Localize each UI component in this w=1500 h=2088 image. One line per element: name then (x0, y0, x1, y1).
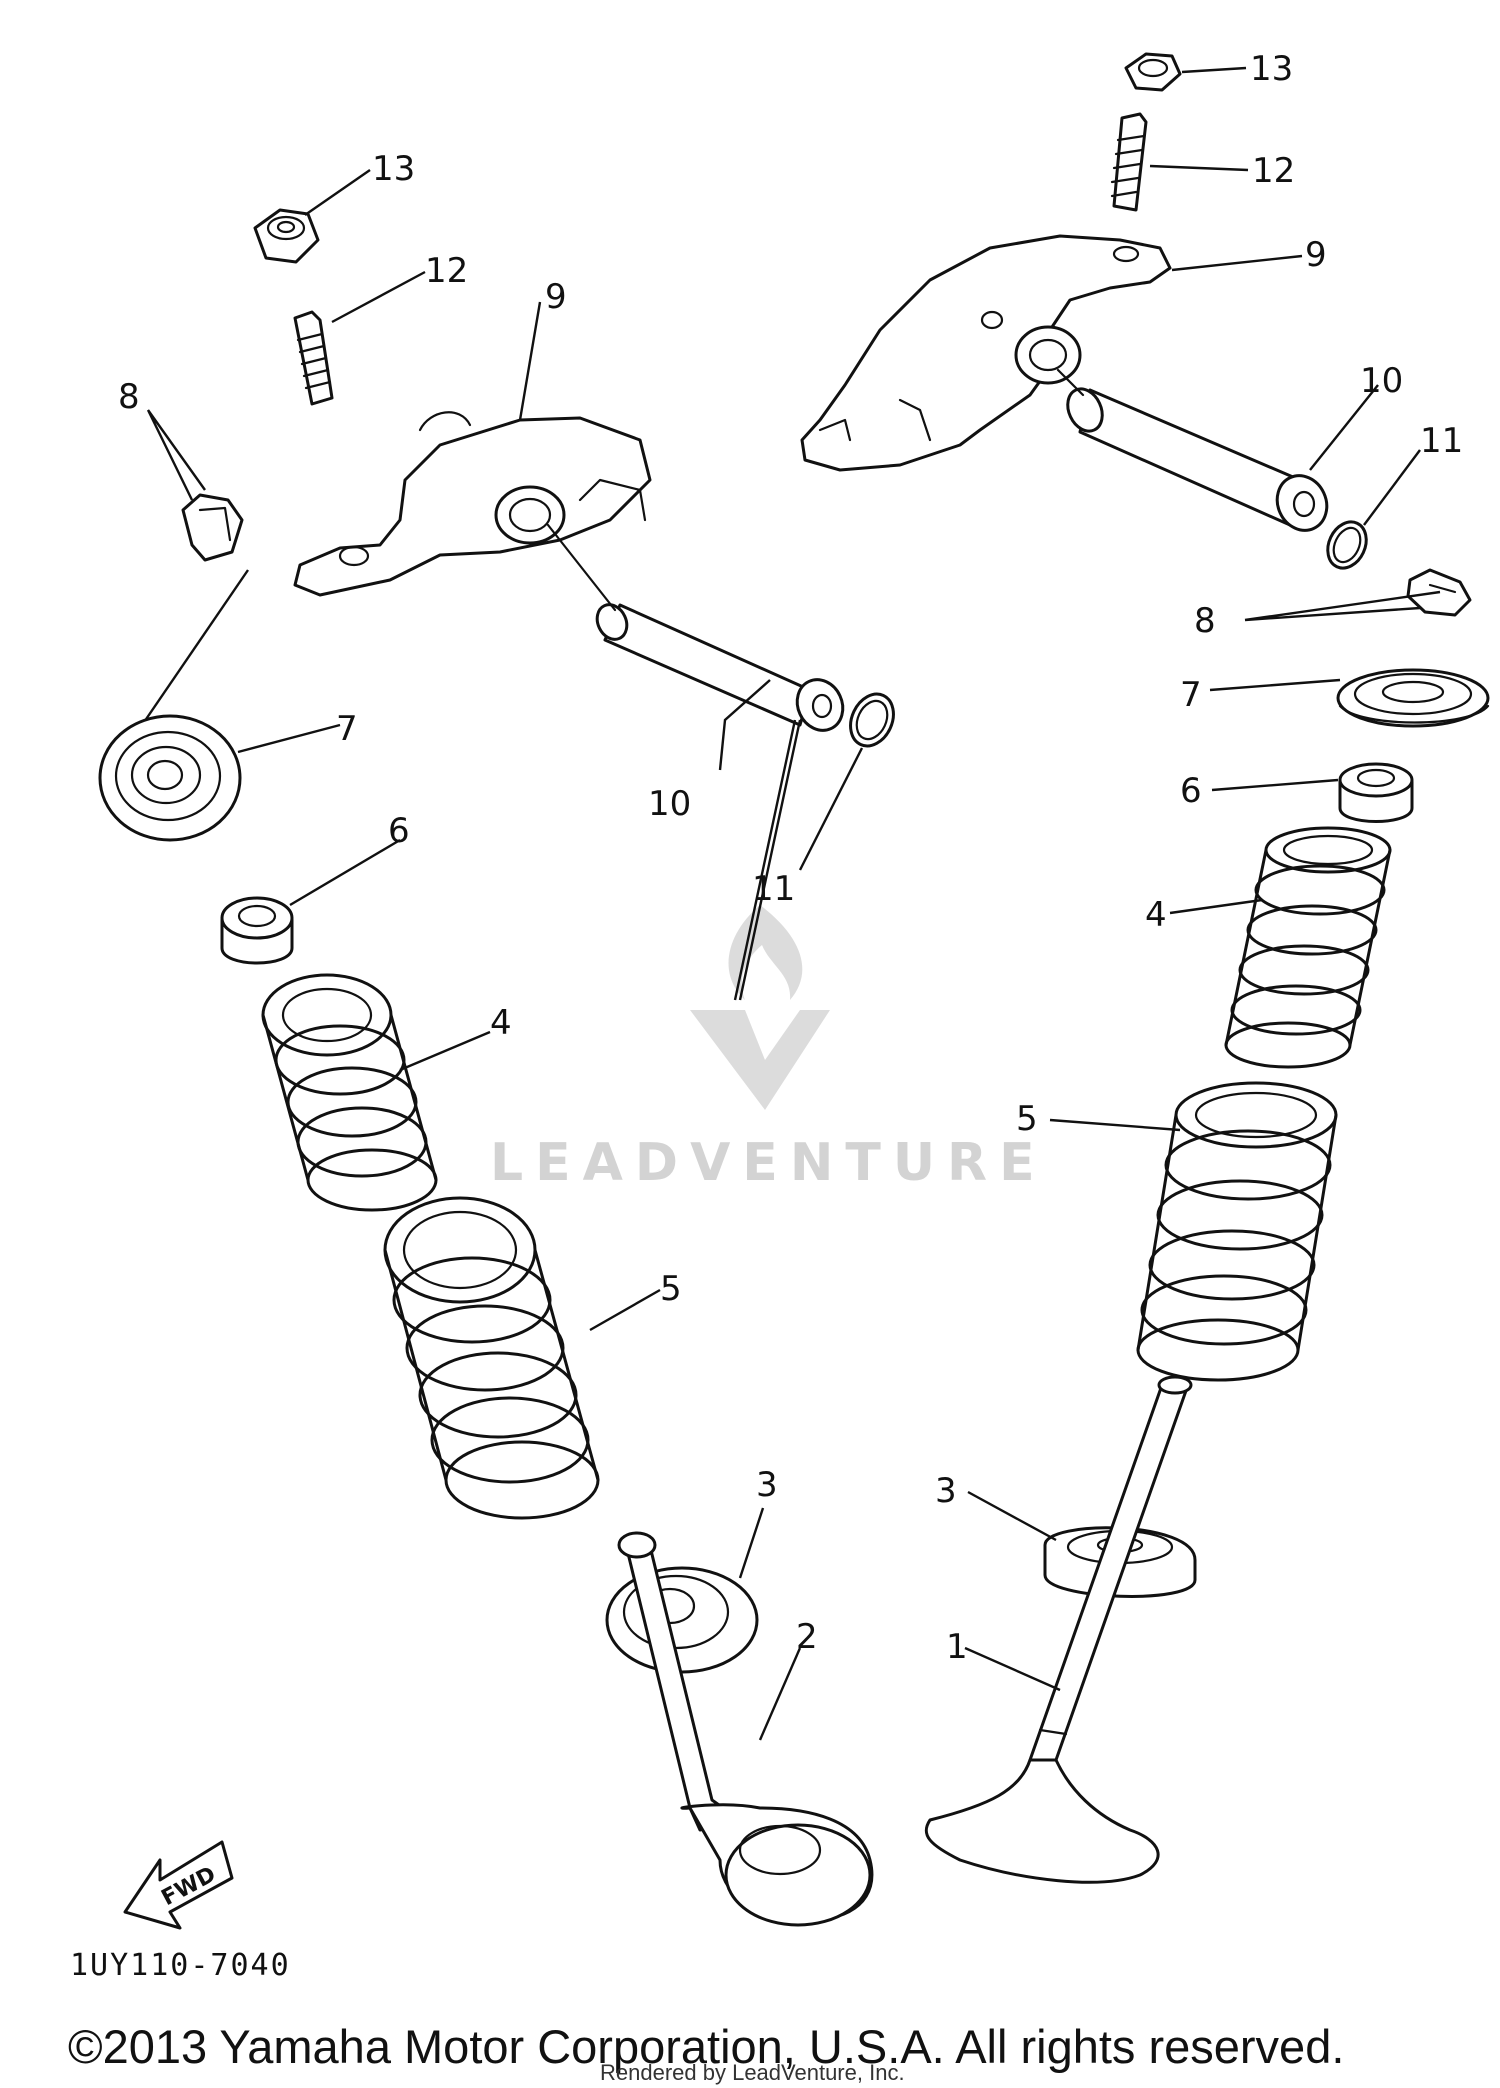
retainer-left (98, 714, 242, 842)
callout-12-left: 12 (425, 251, 468, 291)
shaft-left (546, 523, 845, 732)
callout-13-right: 13 (1250, 49, 1293, 89)
callout-8-left: 8 (118, 377, 140, 417)
callout-4-left: 4 (490, 1003, 512, 1043)
callout-7-left: 7 (336, 709, 358, 749)
callout-6-right: 6 (1180, 771, 1202, 811)
valve-intake (924, 1375, 1193, 1884)
adjust-screw-left (293, 310, 334, 406)
valve-exhaust (617, 1531, 874, 1927)
leader-lines (146, 66, 1441, 1741)
callout-10-left: 10 (648, 784, 691, 824)
watermark-text: LEADVENTURE (490, 1133, 1047, 1193)
spring-seat-left (605, 1566, 759, 1674)
callout-7-right: 7 (1180, 675, 1202, 715)
watermark-flame-icon (728, 905, 803, 1000)
rendered-by-text: Rendered by LeadVenture, Inc. (600, 2060, 905, 2085)
callout-2: 2 (796, 1617, 818, 1657)
rocker-arm-right (800, 234, 1172, 472)
callout-6-left: 6 (388, 811, 410, 851)
callout-8-right: 8 (1194, 601, 1216, 641)
callout-3-right: 3 (935, 1471, 957, 1511)
oring-right (1326, 520, 1368, 570)
callout-11-right: 11 (1420, 421, 1463, 461)
watermark: LEADVENTURE (490, 905, 1047, 1193)
oring-left (849, 692, 895, 748)
adjust-screw-right (1110, 112, 1148, 212)
callout-3-left: 3 (756, 1465, 778, 1505)
shaft-right (1056, 368, 1329, 532)
callout-5-left: 5 (660, 1269, 682, 1309)
cotter-left-stem-line (139, 569, 249, 729)
callout-5-right: 5 (1016, 1099, 1038, 1139)
nut-right (1124, 52, 1182, 92)
copyright-text: ©2013 Yamaha Motor Corporation, U.S.A. A… (68, 2020, 1344, 2073)
nut-left (253, 208, 320, 264)
seal-left (220, 896, 294, 965)
callout-1: 1 (946, 1627, 968, 1667)
inner-spring-left (261, 973, 438, 1212)
watermark-v-icon (690, 1010, 830, 1110)
callout-4-right: 4 (1145, 895, 1167, 935)
outer-spring-left (383, 1196, 600, 1520)
callout-9-right: 9 (1305, 235, 1327, 275)
seal-right (1338, 762, 1414, 823)
callout-11-left: 11 (752, 869, 795, 909)
callout-12-right: 12 (1252, 151, 1295, 191)
callouts: 13 13 12 12 9 9 8 8 10 10 11 11 7 7 6 6 … (118, 49, 1463, 1667)
callout-10-right: 10 (1360, 361, 1403, 401)
cotter-left (181, 493, 244, 562)
fwd-arrow-icon: FWD (123, 1840, 234, 1930)
callout-9-left: 9 (545, 277, 567, 317)
retainer-right (1336, 668, 1490, 728)
inner-spring-right (1224, 826, 1392, 1069)
callout-13-left: 13 (372, 149, 415, 189)
outer-spring-right (1136, 1081, 1338, 1382)
diagram-code: 1UY110-7040 (70, 1948, 291, 1983)
rocker-arm-left (293, 411, 652, 597)
